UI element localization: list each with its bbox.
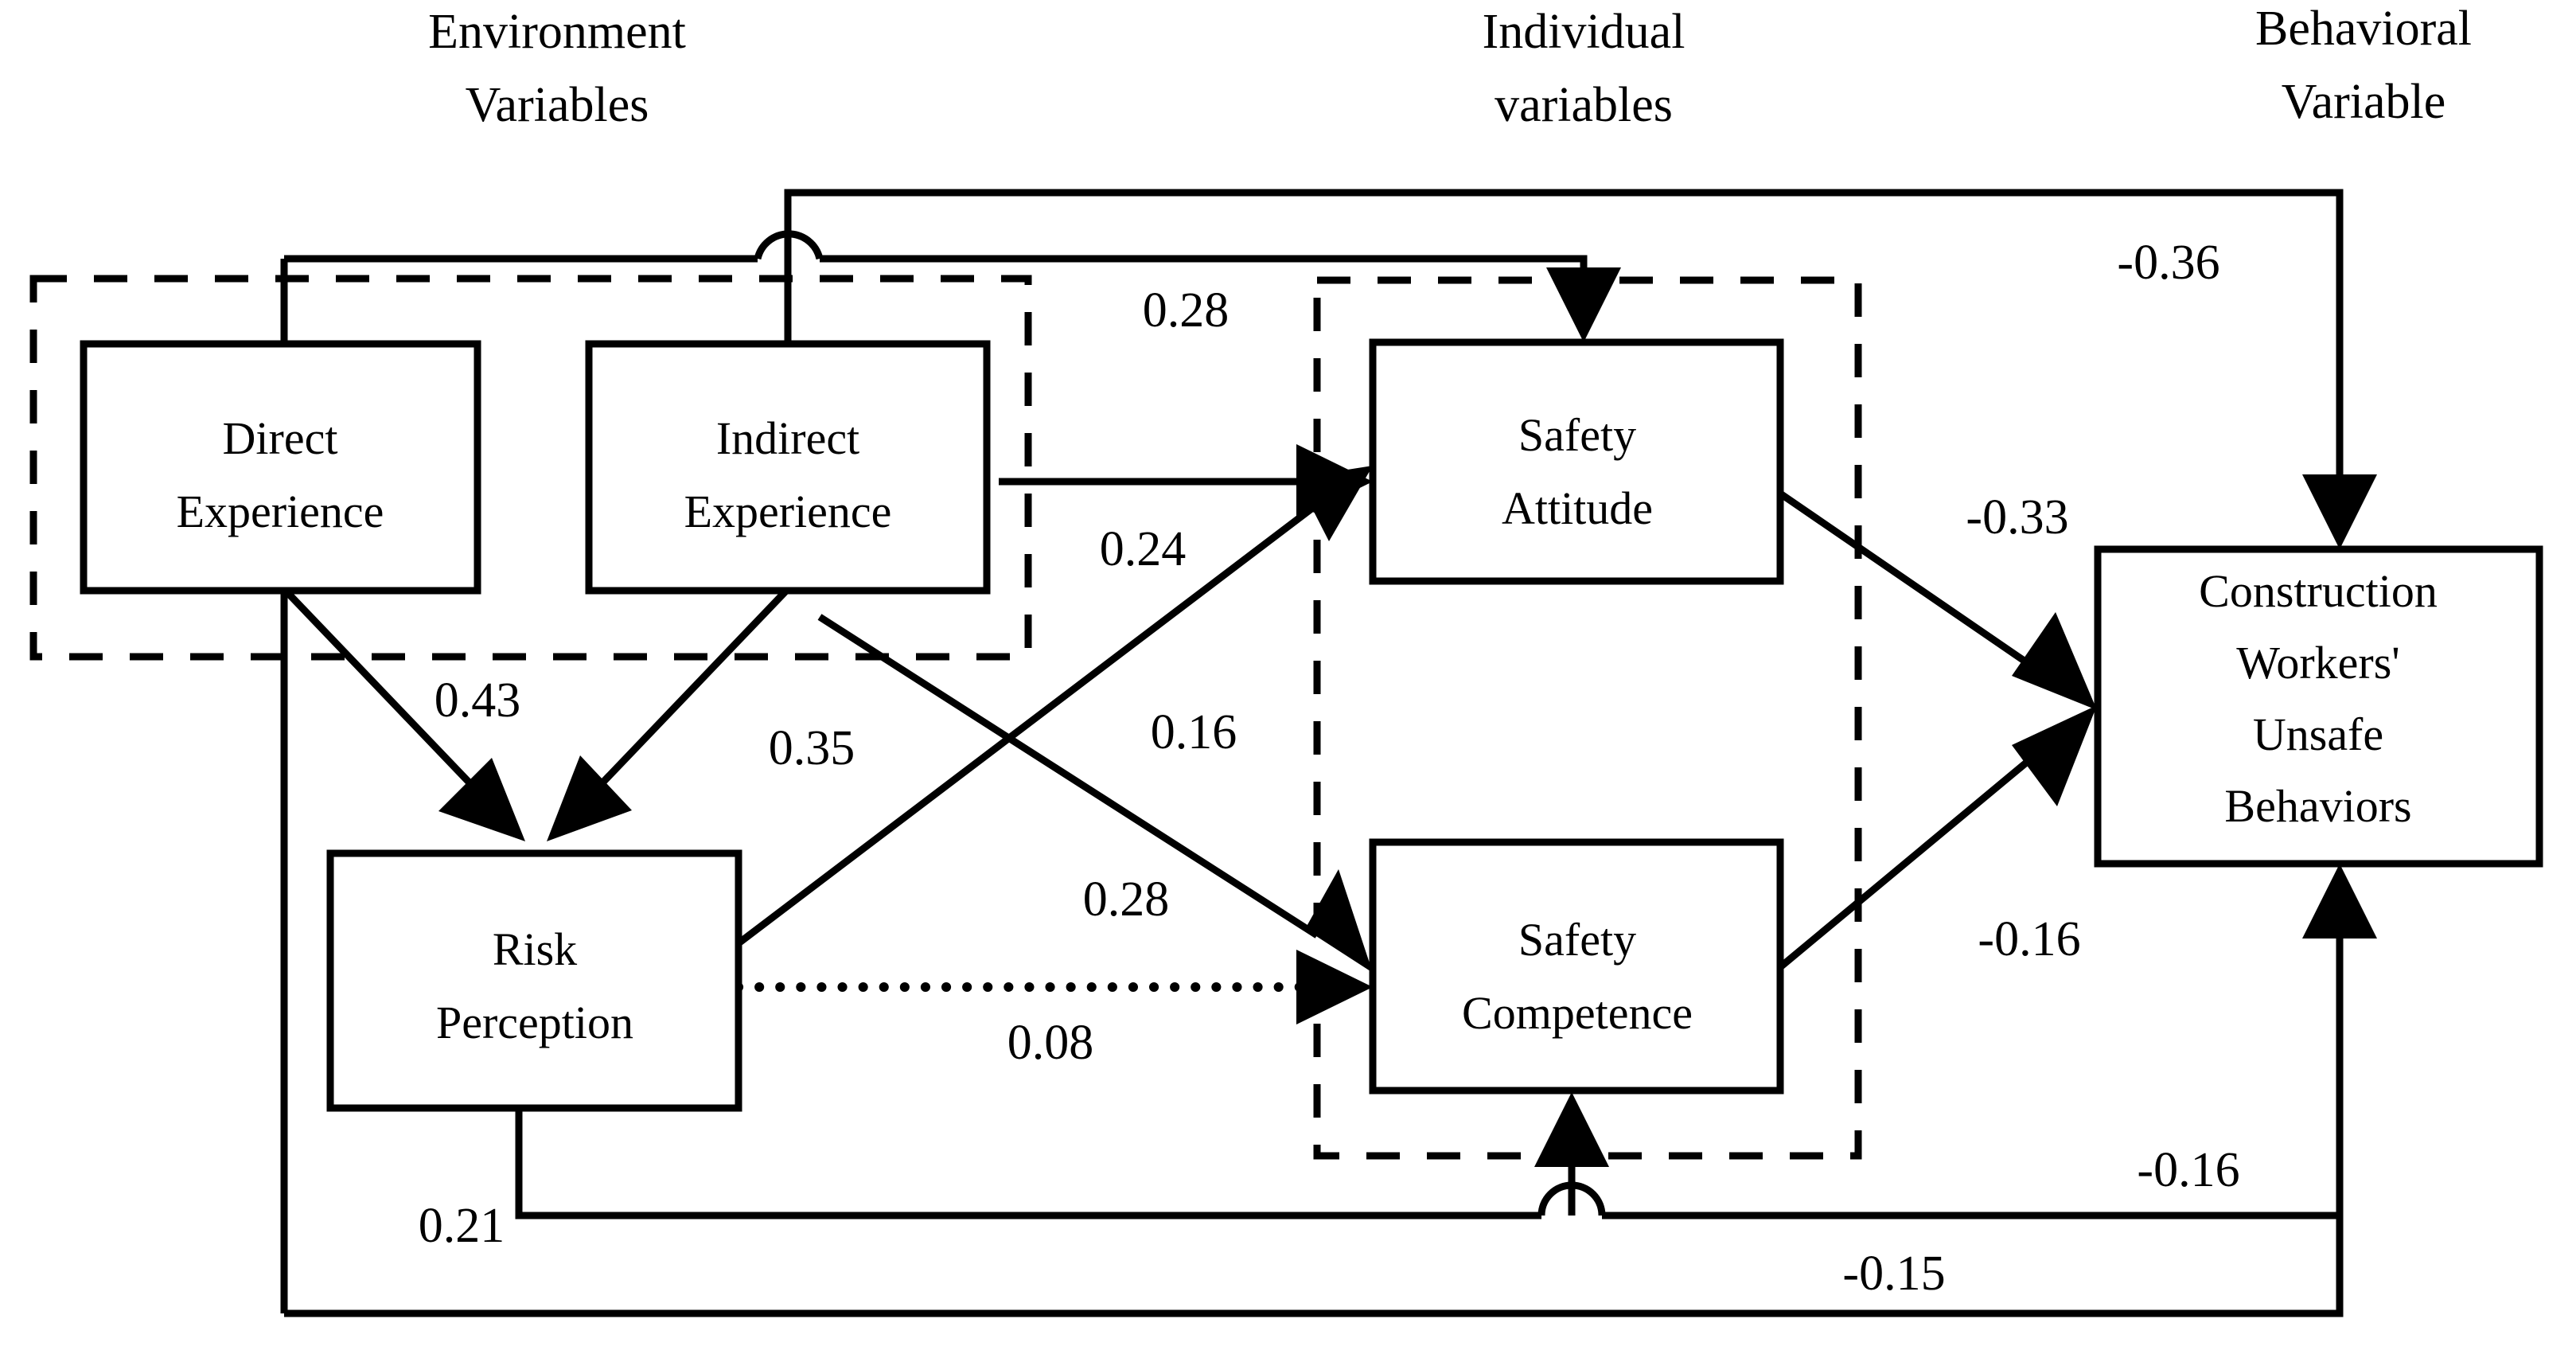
node-risk-perception[interactable]: Risk Perception <box>326 849 742 1112</box>
edge-label-0.43: 0.43 <box>435 673 521 728</box>
node-safety-competence-line2: Competence <box>1462 987 1693 1039</box>
node-unsafe-behaviors-line3: Unsafe <box>2253 708 2383 760</box>
edge--0.16-competence <box>1778 705 2097 970</box>
edge-label--0.33: -0.33 <box>1966 490 2068 544</box>
node-indirect-experience-line2: Experience <box>684 486 892 537</box>
node-risk-perception-line2: Perception <box>436 997 633 1048</box>
edge-label-0.28-attitude: 0.28 <box>1143 283 1230 338</box>
group-title-behavioral-line1: Behavioral <box>2255 2 2472 56</box>
edge--0.33 <box>1778 490 2097 710</box>
edge-label-0.16: 0.16 <box>1151 705 1237 759</box>
edge-0.16 <box>736 466 1373 946</box>
node-unsafe-behaviors[interactable]: Construction Workers' Unsafe Behaviors <box>2094 545 2543 868</box>
edge-0.21 <box>515 1092 2340 1219</box>
edge--0.15 <box>284 903 2344 1317</box>
group-title-environment-line1: Environment <box>428 5 686 59</box>
node-risk-perception-line1: Risk <box>493 923 577 975</box>
node-direct-experience-line1: Direct <box>223 412 338 464</box>
node-safety-attitude-line2: Attitude <box>1502 482 1653 534</box>
node-safety-competence[interactable]: Safety Competence <box>1369 838 1784 1095</box>
edge-label-0.28-comp: 0.28 <box>1083 872 1170 927</box>
edge-0.28-competence <box>817 614 1373 973</box>
node-unsafe-behaviors-line4: Behaviors <box>2224 780 2411 832</box>
edge-0.28-attitude <box>284 230 1621 342</box>
group-title-environment: Environment Variables <box>428 5 686 132</box>
edge-label--0.15: -0.15 <box>1842 1247 1945 1301</box>
edge-label-0.08: 0.08 <box>1007 1016 1094 1070</box>
edge-0.08 <box>734 950 1373 1024</box>
group-title-environment-line2: Variables <box>466 78 649 132</box>
node-direct-experience[interactable]: Direct Experience <box>80 340 481 595</box>
environment-variables-dashed-group <box>29 275 1032 661</box>
edge-0.43 <box>281 586 525 841</box>
edge-label--0.16-comp: -0.16 <box>1978 912 2080 966</box>
group-title-individual: Individual variables <box>1483 5 1686 132</box>
edge-label-0.24: 0.24 <box>1100 522 1187 576</box>
edge-label--0.36: -0.36 <box>2117 236 2219 290</box>
node-unsafe-behaviors-line1: Construction <box>2199 565 2438 617</box>
node-safety-attitude[interactable]: Safety Attitude <box>1369 338 1784 585</box>
group-title-individual-line2: variables <box>1495 78 1673 132</box>
node-indirect-experience-line1: Indirect <box>716 412 859 464</box>
group-title-individual-line1: Individual <box>1483 5 1686 59</box>
group-title-behavioral-line2: Variable <box>2282 75 2446 129</box>
group-title-behavioral: Behavioral Variable <box>2255 2 2472 129</box>
edge-label-0.21: 0.21 <box>419 1199 505 1253</box>
edge-0.35 <box>547 586 791 841</box>
node-direct-experience-line2: Experience <box>177 486 384 537</box>
node-safety-competence-line1: Safety <box>1518 914 1636 966</box>
node-indirect-experience[interactable]: Indirect Experience <box>585 340 991 595</box>
edge-label-0.35: 0.35 <box>769 721 855 775</box>
edge-label--0.16-outcome: -0.16 <box>2137 1143 2239 1197</box>
node-safety-attitude-line1: Safety <box>1518 409 1636 461</box>
node-unsafe-behaviors-line2: Workers' <box>2236 637 2400 689</box>
